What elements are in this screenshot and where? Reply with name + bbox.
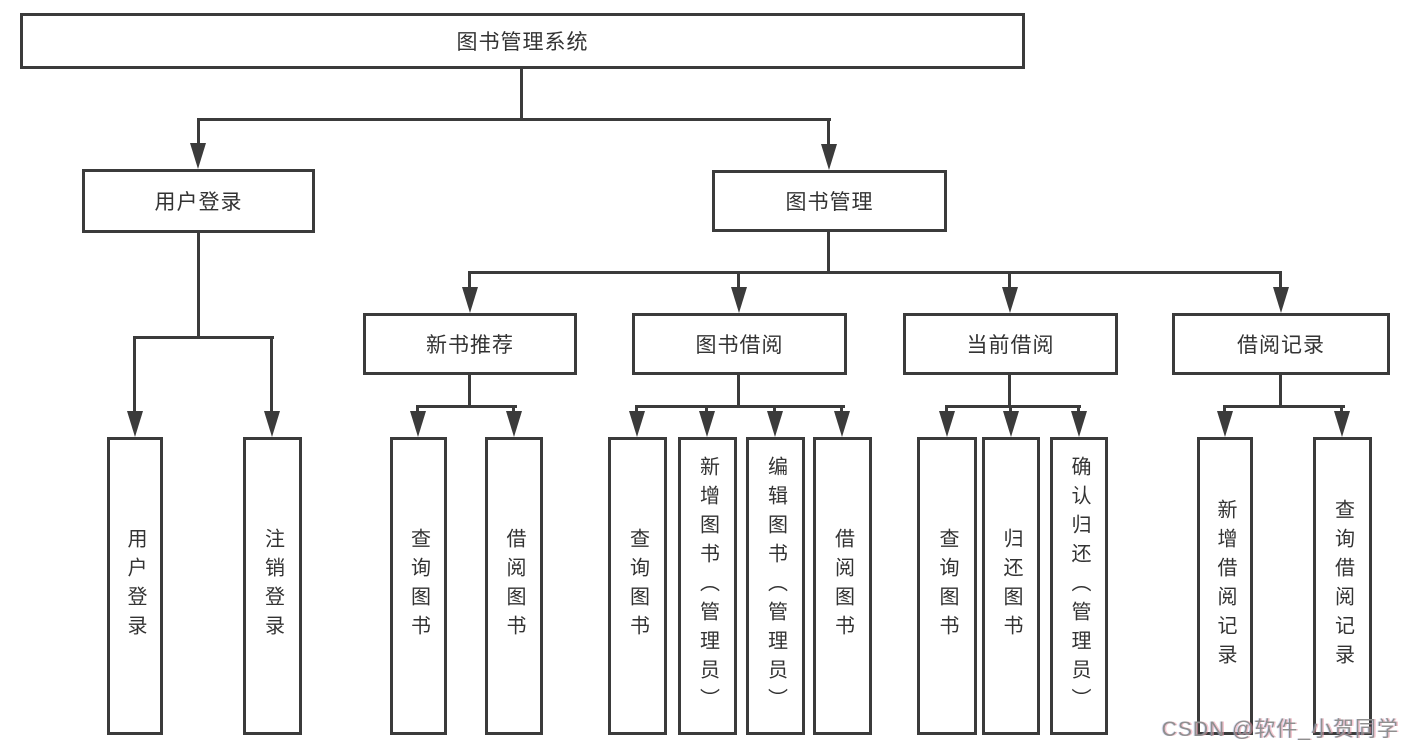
arrow-down-icon bbox=[767, 411, 783, 437]
arrow-down-icon bbox=[731, 287, 747, 313]
arrow-down-icon bbox=[264, 411, 280, 437]
leaf-node-query-book-borrow: 查询图书 bbox=[608, 437, 667, 735]
arrow-down-icon bbox=[1071, 411, 1087, 437]
module-node-label: 当前借阅 bbox=[966, 334, 1055, 357]
arrow-down-icon bbox=[190, 143, 206, 169]
connector-module-bus bbox=[635, 405, 845, 408]
connector-module-stem bbox=[468, 375, 471, 405]
leaf-node-user-login: 用户登录 bbox=[107, 437, 163, 735]
arrow-down-icon bbox=[699, 411, 715, 437]
connector-drop bbox=[1340, 405, 1343, 411]
leaf-node-label: 新增借阅记录 bbox=[1214, 499, 1236, 673]
connector-drop bbox=[945, 405, 948, 411]
csdn-watermark: CSDN @软件_小贺同学 bbox=[1161, 718, 1399, 741]
connector-drop bbox=[1279, 271, 1282, 287]
connector-branch-stem bbox=[197, 233, 200, 336]
connector-branch-bus bbox=[468, 271, 1282, 274]
leaf-node-label: 归还图书 bbox=[1000, 528, 1022, 644]
arrow-down-icon bbox=[462, 287, 478, 313]
arrow-down-icon bbox=[1334, 411, 1350, 437]
connector-module-bus bbox=[416, 405, 517, 408]
connector-module-stem bbox=[1279, 375, 1282, 405]
leaf-node-add-borrow-record: 新增借阅记录 bbox=[1197, 437, 1253, 735]
leaf-node-label: 查询图书 bbox=[626, 528, 649, 644]
module-node-book-borrow: 图书借阅 bbox=[632, 313, 847, 375]
branch-node-label: 图书管理 bbox=[785, 191, 874, 214]
arrow-down-icon bbox=[1002, 287, 1018, 313]
connector-drop bbox=[1008, 271, 1011, 287]
leaf-node-return-book: 归还图书 bbox=[982, 437, 1040, 735]
connector-drop bbox=[635, 405, 638, 411]
arrow-down-icon bbox=[410, 411, 426, 437]
connector-drop bbox=[270, 336, 273, 411]
connector-module-bus bbox=[1223, 405, 1345, 408]
connector-drop bbox=[416, 405, 419, 411]
module-node-label: 新书推荐 bbox=[426, 334, 514, 357]
connector-branch-bus bbox=[133, 336, 274, 339]
leaf-node-label: 查询借阅记录 bbox=[1331, 499, 1354, 673]
leaf-node-query-book-current: 查询图书 bbox=[917, 437, 977, 735]
arrow-down-icon bbox=[506, 411, 522, 437]
connector-root-stem bbox=[520, 69, 523, 118]
leaf-node-label: 注销登录 bbox=[261, 528, 284, 644]
leaf-node-label: 确认归还（管理员） bbox=[1068, 455, 1090, 717]
arrow-down-icon bbox=[629, 411, 645, 437]
connector-drop bbox=[512, 405, 515, 411]
arrow-down-icon bbox=[834, 411, 850, 437]
arrow-down-icon bbox=[127, 411, 143, 437]
arrow-down-icon bbox=[821, 144, 837, 170]
module-node-new-book-recommend: 新书推荐 bbox=[363, 313, 577, 375]
module-node-current-borrow: 当前借阅 bbox=[903, 313, 1118, 375]
leaf-node-add-book-admin: 新增图书（管理员） bbox=[678, 437, 737, 735]
leaf-node-query-borrow-record: 查询借阅记录 bbox=[1313, 437, 1372, 735]
leaf-node-confirm-return-admin: 确认归还（管理员） bbox=[1050, 437, 1108, 735]
branch-node-label: 用户登录 bbox=[154, 191, 243, 214]
connector-drop bbox=[737, 271, 740, 287]
leaf-node-label: 查询图书 bbox=[407, 528, 430, 644]
leaf-node-logout: 注销登录 bbox=[243, 437, 302, 735]
branch-node-user-login: 用户登录 bbox=[82, 169, 315, 233]
connector-drop bbox=[705, 405, 708, 411]
module-node-borrow-records: 借阅记录 bbox=[1172, 313, 1390, 375]
leaf-node-borrow-book: 借阅图书 bbox=[813, 437, 872, 735]
connector-drop bbox=[1077, 405, 1080, 411]
leaf-node-label: 编辑图书（管理员） bbox=[764, 455, 787, 717]
root-node: 图书管理系统 bbox=[20, 13, 1025, 69]
root-node-label: 图书管理系统 bbox=[456, 31, 589, 54]
connector-root-bus bbox=[197, 118, 831, 121]
connector-module-stem bbox=[1008, 375, 1011, 405]
leaf-node-label: 借阅图书 bbox=[831, 528, 854, 644]
connector-drop bbox=[827, 118, 830, 144]
module-node-label: 借阅记录 bbox=[1237, 334, 1325, 357]
connector-drop bbox=[1223, 405, 1226, 411]
leaf-node-label: 借阅图书 bbox=[503, 528, 525, 644]
arrow-down-icon bbox=[1217, 411, 1233, 437]
module-node-label: 图书借阅 bbox=[695, 334, 784, 357]
leaf-node-borrow-book-recommend: 借阅图书 bbox=[485, 437, 543, 735]
connector-module-bus bbox=[945, 405, 1081, 408]
connector-drop bbox=[197, 118, 200, 143]
leaf-node-query-book-recommend: 查询图书 bbox=[390, 437, 447, 735]
leaf-node-edit-book-admin: 编辑图书（管理员） bbox=[746, 437, 805, 735]
branch-node-book-management: 图书管理 bbox=[712, 170, 947, 232]
arrow-down-icon bbox=[939, 411, 955, 437]
connector-drop bbox=[133, 336, 136, 411]
leaf-node-label: 新增图书（管理员） bbox=[696, 455, 719, 717]
connector-drop bbox=[468, 271, 471, 287]
connector-drop bbox=[1009, 405, 1012, 411]
connector-module-stem bbox=[737, 375, 740, 405]
connector-drop bbox=[773, 405, 776, 411]
arrow-down-icon bbox=[1003, 411, 1019, 437]
leaf-node-label: 用户登录 bbox=[124, 528, 146, 644]
connector-branch-stem bbox=[827, 232, 830, 271]
arrow-down-icon bbox=[1273, 287, 1289, 313]
connector-drop bbox=[840, 405, 843, 411]
leaf-node-label: 查询图书 bbox=[936, 528, 958, 644]
